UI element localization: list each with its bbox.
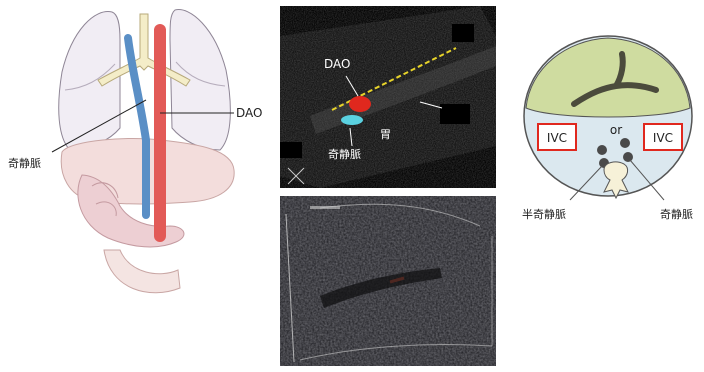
ivc-left-label: IVC bbox=[547, 131, 567, 145]
vessel-1 bbox=[597, 145, 607, 155]
us-dao-label: DAO bbox=[324, 57, 350, 71]
ultrasound-plain bbox=[280, 196, 496, 366]
azygos-label: 奇静脈 bbox=[8, 156, 41, 170]
azygos-label-right: 奇静脈 bbox=[660, 207, 693, 221]
hemiazygos-label: 半奇静脈 bbox=[522, 207, 566, 221]
ultrasound-bottom-svg bbox=[280, 196, 496, 366]
dao-label: DAO bbox=[236, 106, 262, 120]
anatomy-illustration: DAO 奇静脈 bbox=[0, 0, 280, 368]
us-stomach-label: 胃 bbox=[380, 128, 391, 141]
dao-marker bbox=[349, 96, 371, 112]
cross-section-diagram: IVC IVC or 半奇静脈 奇静脈 bbox=[512, 30, 704, 240]
vessel-2 bbox=[620, 138, 630, 148]
us-azygos-label: 奇静脈 bbox=[328, 147, 361, 161]
ultrasound-annotated: DAO 奇静脈 胃 bbox=[280, 6, 496, 188]
ivc-right-label: IVC bbox=[653, 131, 673, 145]
or-label: or bbox=[610, 123, 622, 137]
azygos-marker bbox=[341, 115, 363, 125]
anatomy-svg: DAO 奇静脈 bbox=[0, 0, 280, 368]
ultrasound-top-svg: DAO 奇静脈 胃 bbox=[280, 6, 496, 188]
duodenum bbox=[104, 250, 180, 293]
azygos-dot bbox=[623, 152, 633, 162]
liver-region bbox=[526, 38, 690, 117]
cross-section-svg: IVC IVC or 半奇静脈 奇静脈 bbox=[512, 30, 704, 240]
